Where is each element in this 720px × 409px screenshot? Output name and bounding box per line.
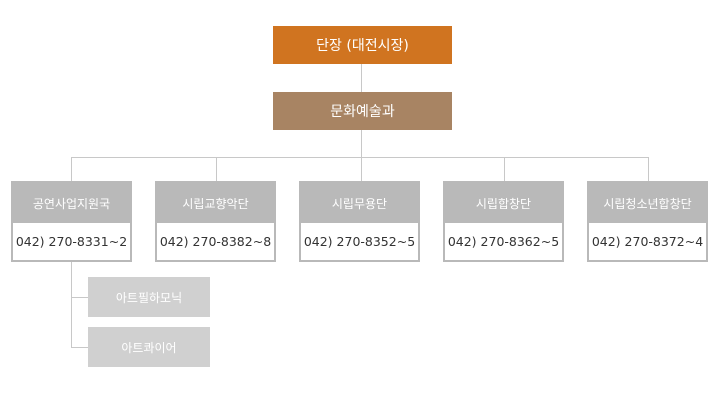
unit-name: 공연사업지원국 [13,183,130,223]
unit-phone: 042) 270-8372~4 [591,234,704,249]
unit-box: 시립교향악단 042) 270-8382~8 [155,181,276,262]
department-label: 문화예술과 [330,104,395,120]
unit-phone: 042) 270-8331~2 [15,234,128,249]
unit-name: 시립무용단 [301,183,418,223]
connector-sub-1 [71,297,88,298]
unit-phone: 042) 270-8352~5 [303,234,416,249]
connector-unit-4 [504,157,505,181]
unit-box: 공연사업지원국 042) 270-8331~2 [11,181,132,262]
connector-unit-1 [71,157,72,181]
connector-head-to-dept [361,64,362,92]
unit-box: 시립청소년합창단 042) 270-8372~4 [587,181,708,262]
sub-unit-box: 아트콰이어 [88,327,210,367]
connector-unit-3 [361,157,362,181]
connector-sub-vertical [71,262,72,348]
connector-unit-5 [648,157,649,181]
sub-unit-label: 아트콰이어 [121,340,177,355]
unit-phone: 042) 270-8382~8 [159,234,272,249]
unit-box: 시립무용단 042) 270-8352~5 [299,181,420,262]
unit-name: 시립합창단 [445,183,562,223]
unit-name: 시립교향악단 [157,183,274,223]
head-label: 단장 (대전시장) [316,38,409,54]
unit-name: 시립청소년합창단 [589,183,706,223]
unit-box: 시립합창단 042) 270-8362~5 [443,181,564,262]
connector-horizontal-bus [71,157,649,158]
connector-sub-2 [71,347,88,348]
sub-unit-box: 아트필하모닉 [88,277,210,317]
head-box: 단장 (대전시장) [273,26,452,64]
sub-unit-label: 아트필하모닉 [115,290,183,305]
connector-dept-to-bus [361,130,362,157]
unit-phone: 042) 270-8362~5 [447,234,560,249]
connector-unit-2 [216,157,217,181]
department-box: 문화예술과 [273,92,452,130]
